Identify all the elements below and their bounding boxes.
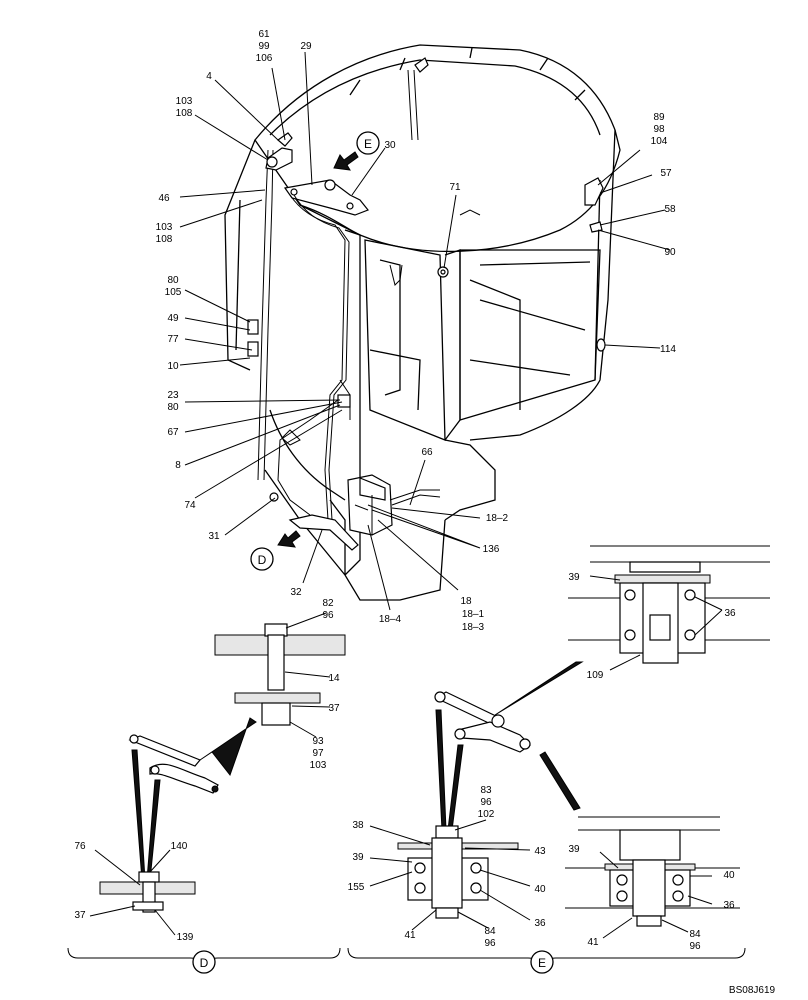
callout-90: 90 — [664, 247, 676, 258]
callout-43: 43 — [534, 846, 546, 857]
callout-82: 82 — [322, 598, 334, 609]
callout-58: 58 — [664, 204, 676, 215]
callout-103-low: 103 — [310, 760, 327, 771]
callout-4: 4 — [206, 71, 212, 82]
callout-103-mid: 103 — [156, 222, 173, 233]
callout-8: 8 — [175, 460, 181, 471]
bearing-detail-right: 39 40 36 41 84 96 — [565, 816, 740, 952]
callout-38: 38 — [352, 820, 364, 831]
callout-71: 71 — [449, 182, 461, 193]
callout-37-mid: 37 — [328, 703, 340, 714]
section-brace-e: E — [347, 947, 746, 974]
callout-41-r: 41 — [587, 937, 599, 948]
stay-detail-d: 76 140 37 139 — [74, 734, 219, 943]
cab-body — [224, 44, 621, 601]
bolt-detail-center: 82 96 14 37 93 97 103 — [199, 598, 346, 777]
callout-76: 76 — [74, 841, 86, 852]
callout-10: 10 — [167, 361, 179, 372]
marker-e-upper: E — [364, 137, 372, 151]
callout-36-top: 36 — [724, 608, 736, 619]
callout-89: 89 — [653, 112, 665, 123]
view-arrow-e: E — [333, 131, 380, 171]
leaders-upper — [179, 51, 671, 611]
callout-74: 74 — [184, 500, 196, 511]
callout-18-2: 18–2 — [486, 513, 509, 524]
callout-46: 46 — [158, 193, 170, 204]
view-arrow-d: D — [250, 530, 301, 571]
callout-96-r: 96 — [689, 941, 701, 952]
callout-77: 77 — [167, 334, 179, 345]
callout-80-b: 80 — [167, 402, 179, 413]
callout-36-r: 36 — [723, 900, 735, 911]
callout-32: 32 — [290, 587, 302, 598]
callout-83: 83 — [480, 785, 492, 796]
callout-18-4: 18–4 — [379, 614, 402, 625]
callout-18: 18 — [460, 596, 472, 607]
callout-96-e: 96 — [484, 938, 496, 949]
callout-37-low: 37 — [74, 910, 86, 921]
callout-106: 106 — [256, 53, 273, 64]
callout-136: 136 — [483, 544, 500, 555]
callout-39-r: 39 — [568, 844, 580, 855]
callout-102: 102 — [478, 809, 495, 820]
callout-103-top: 103 — [176, 96, 193, 107]
callout-66: 66 — [421, 447, 433, 458]
section-brace-d: D — [67, 947, 341, 974]
stay-detail-e: 83 96 102 38 43 39 155 40 36 41 84 96 — [348, 691, 581, 949]
marker-e-bottom: E — [538, 956, 546, 970]
callout-96-a: 96 — [322, 610, 334, 621]
marker-d-upper: D — [258, 553, 267, 567]
callout-40-e: 40 — [534, 884, 546, 895]
callout-155: 155 — [348, 882, 365, 893]
callout-61: 61 — [258, 29, 270, 40]
callout-39-e: 39 — [352, 852, 364, 863]
callout-41-e: 41 — [404, 930, 416, 941]
callout-139: 139 — [177, 932, 194, 943]
callout-80-a: 80 — [167, 275, 179, 286]
callout-96-b: 96 — [480, 797, 492, 808]
callout-29: 29 — [300, 41, 312, 52]
callout-84-e: 84 — [484, 926, 496, 937]
callout-99: 99 — [258, 41, 270, 52]
callout-30: 30 — [384, 140, 396, 151]
callout-108-mid: 108 — [156, 234, 173, 245]
callout-31: 31 — [208, 531, 220, 542]
callout-84-r: 84 — [689, 929, 701, 940]
callout-98: 98 — [653, 124, 665, 135]
callout-18-1: 18–1 — [462, 609, 485, 620]
callout-57: 57 — [660, 168, 672, 179]
callout-18-3: 18–3 — [462, 622, 485, 633]
callout-93: 93 — [312, 736, 324, 747]
callout-104: 104 — [651, 136, 668, 147]
callout-97: 97 — [312, 748, 324, 759]
callout-108-top: 108 — [176, 108, 193, 119]
callout-23: 23 — [167, 390, 179, 401]
marker-d-bottom: D — [200, 956, 209, 970]
callouts-upper: 61 99 106 29 4 103 108 30 46 103 108 71 … — [156, 29, 677, 633]
callout-36-e: 36 — [534, 918, 546, 929]
callout-109: 109 — [587, 670, 604, 681]
callout-105: 105 — [165, 287, 182, 298]
callout-67: 67 — [167, 427, 179, 438]
callout-114: 114 — [660, 344, 676, 355]
harness-upper — [247, 57, 606, 551]
callout-140: 140 — [171, 841, 188, 852]
bearing-detail-109: 39 36 109 — [494, 545, 770, 716]
callout-14: 14 — [328, 673, 340, 684]
callout-39-top: 39 — [568, 572, 580, 583]
drawing-code: BS08J619 — [729, 985, 776, 996]
callout-40-r: 40 — [723, 870, 735, 881]
callout-49: 49 — [167, 313, 179, 324]
